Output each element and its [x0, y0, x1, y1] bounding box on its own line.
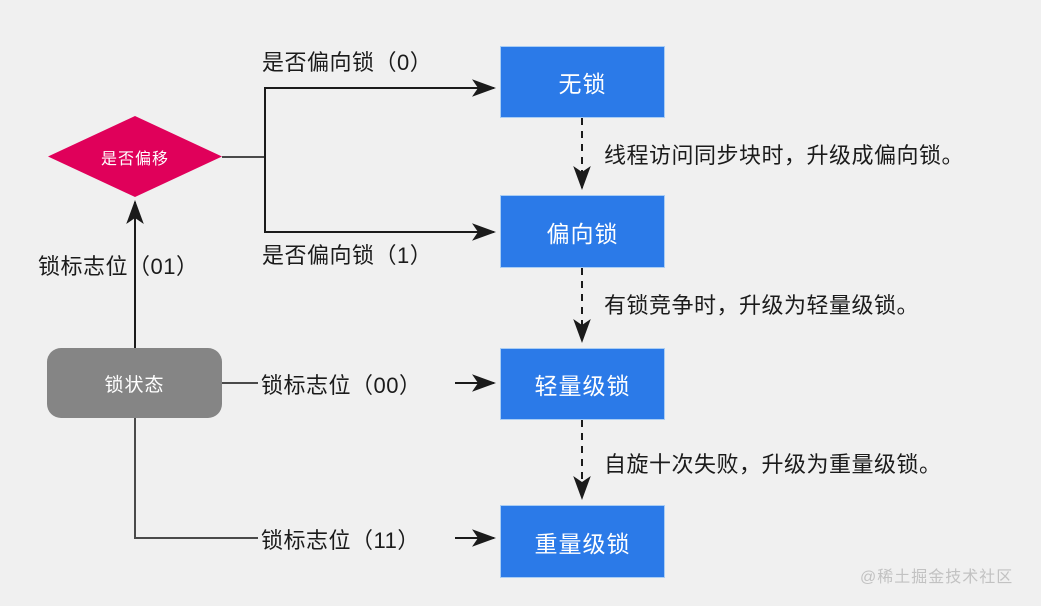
box-heavyweight-lock-label: 重量级锁 — [534, 530, 631, 557]
box-lightweight-lock[interactable]: 轻量级锁 — [500, 348, 665, 420]
wire-state-down-heavyweight — [134, 418, 258, 539]
edge-label-lock-flag-00: 锁标志位（00） — [261, 373, 422, 398]
diamond-shape-icon — [48, 116, 222, 197]
box-biased-lock[interactable]: 偏向锁 — [500, 195, 665, 268]
state-node-label: 锁状态 — [104, 374, 165, 396]
edge-label-lock-flag-01: 锁标志位（01） — [38, 254, 199, 279]
edge-label-lock-flag-11: 锁标志位（11） — [261, 528, 420, 553]
edge-label-upgrade-to-heavyweight: 自旋十次失败，升级为重量级锁。 — [604, 452, 942, 477]
state-node-lock-state[interactable]: 锁状态 — [47, 348, 222, 418]
decision-node-biased-check[interactable]: 是否偏移 — [48, 116, 222, 197]
watermark-text: @稀土掘金技术社区 — [860, 569, 1014, 586]
wire-decision-to-lock-free — [264, 79, 496, 157]
wire-decision-to-biased — [264, 157, 496, 241]
edge-label-biased-flag-1: 是否偏向锁（1） — [262, 243, 433, 268]
edge-label-upgrade-to-lightweight: 有锁竞争时，升级为轻量级锁。 — [604, 293, 920, 318]
decision-node-label: 是否偏移 — [100, 150, 169, 168]
box-lock-free-label: 无锁 — [558, 71, 607, 97]
box-biased-lock-label: 偏向锁 — [546, 220, 619, 247]
box-heavyweight-lock[interactable]: 重量级锁 — [500, 505, 665, 578]
box-lightweight-lock-label: 轻量级锁 — [534, 373, 631, 399]
edge-label-biased-flag-0: 是否偏向锁（0） — [262, 50, 433, 75]
box-lock-free[interactable]: 无锁 — [500, 46, 665, 118]
edge-label-upgrade-to-biased: 线程访问同步块时，升级成偏向锁。 — [604, 143, 965, 168]
